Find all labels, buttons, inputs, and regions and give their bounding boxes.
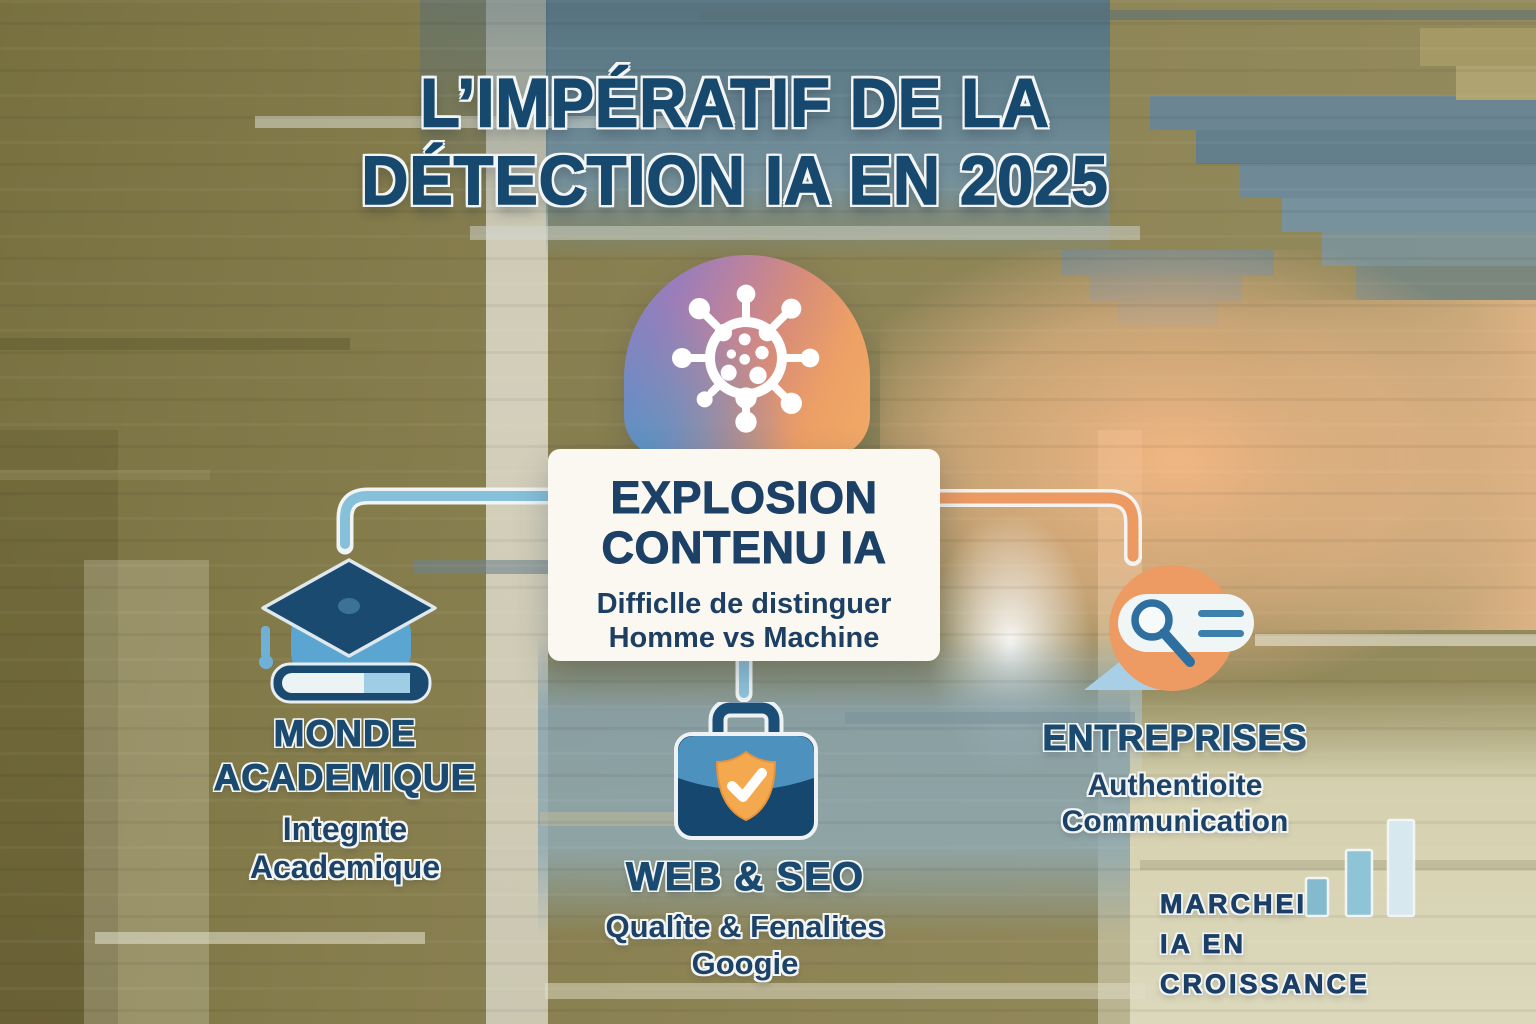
page-title-line1: L’IMPÉRATIF DE LA	[419, 64, 1050, 142]
graduation-cap-book-icon	[259, 558, 437, 704]
academic-title-line2: ACADEMIQUE	[213, 757, 477, 799]
background-stair-bar	[1282, 198, 1536, 232]
hub-heading-line2: CONTENU IA	[601, 522, 887, 573]
briefcase-shield-check-icon	[674, 702, 818, 840]
page-title: L’IMPÉRATIF DE LA DÉTECTION IA EN 2025	[0, 64, 1470, 220]
hub-subtitle-line1: Difficlle de distinguer	[596, 588, 892, 620]
market-label-line2: IA EN CROISSANCE	[1160, 929, 1371, 1000]
academic-subtitle-line1: Integnte	[282, 811, 408, 847]
enterprises-label: ENTREPRISES Authentioite Communication	[990, 716, 1360, 840]
enterprises-subtitle-line2: Communication	[1061, 805, 1289, 838]
hub-heading-line1: EXPLOSION	[610, 472, 878, 523]
background-stair-bar	[1240, 164, 1536, 198]
background-stair-bar	[1196, 130, 1536, 164]
background-tan-bar	[1456, 66, 1536, 100]
search-magnifier-icon	[1084, 565, 1254, 691]
market-label-line1: MARCHEI	[1160, 889, 1307, 920]
web-seo-subtitle-line1: Qualîte & Fenalites	[605, 909, 885, 944]
page-title-line2: DÉTECTION IA EN 2025	[361, 141, 1109, 219]
background-top-slate	[546, 0, 1110, 260]
background-warm-right	[1250, 300, 1536, 630]
enterprises-subtitle-line1: Authentioite	[1087, 769, 1263, 802]
market-label: MARCHEI IA EN CROISSANCE	[1160, 884, 1450, 1004]
background-left-column	[84, 560, 209, 1024]
background-tan-bar	[1420, 28, 1536, 66]
academic-label: MONDE ACADEMIQUE Integnte Academique	[160, 712, 530, 886]
web-seo-subtitle-line2: Googie	[691, 946, 799, 981]
background-bluegray-band	[538, 636, 1142, 936]
ai-virus-network-icon	[672, 284, 820, 433]
web-seo-title: WEB & SEO	[626, 855, 864, 900]
web-seo-label: WEB & SEO Qualîte & Fenalites Googie	[565, 854, 925, 982]
growth-bar-chart-icon	[1304, 818, 1416, 918]
enterprises-title: ENTREPRISES	[1042, 717, 1308, 759]
academic-title-line1: MONDE	[273, 713, 417, 755]
academic-subtitle-line2: Academique	[249, 849, 441, 885]
background-bottom-right	[1130, 680, 1536, 1024]
hub-subtitle-line2: Homme vs Machine	[608, 622, 880, 654]
hub-card: EXPLOSION CONTENU IA Difficlle de distin…	[548, 449, 940, 661]
background-left-shade	[0, 430, 118, 1024]
background-stair-bar	[1150, 96, 1536, 130]
